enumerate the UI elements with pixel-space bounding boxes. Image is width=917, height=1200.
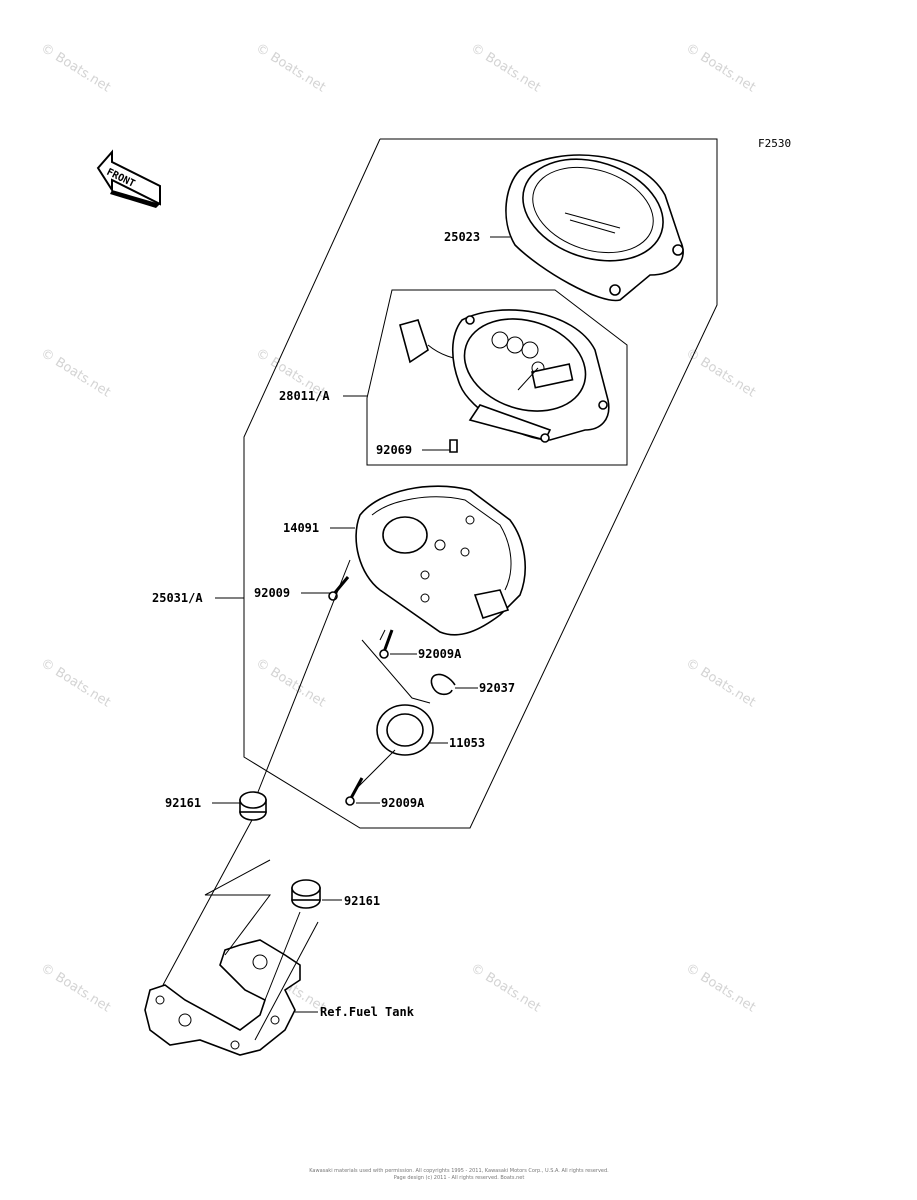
- fuel-tank-bracket: [144, 939, 301, 1056]
- watermark: © Boats.net: [683, 41, 758, 96]
- damper-upper: [239, 791, 267, 821]
- screw-92009A-upper: [379, 629, 394, 659]
- watermark: © Boats.net: [253, 41, 328, 96]
- connector-line: [257, 559, 351, 793]
- watermark: © Boats.net: [38, 41, 113, 96]
- part-label-clamp: 92037: [479, 681, 515, 695]
- connector-line: [379, 629, 386, 641]
- watermark: © Boats.net: [683, 656, 758, 711]
- clamp-ring: [430, 673, 456, 696]
- figure-code: F2530: [758, 137, 791, 150]
- speedometer: [399, 309, 610, 453]
- watermark: © Boats.net: [468, 41, 543, 96]
- meter-cover: [505, 154, 684, 302]
- part-label-bracket-assy: 25031/A: [152, 591, 203, 605]
- part-label-cover: 25023: [444, 230, 480, 244]
- gasket-ring: [376, 704, 434, 756]
- part-label-screw-b: 92009A: [418, 647, 462, 661]
- connector-line: [204, 859, 271, 956]
- watermark: © Boats.net: [38, 346, 113, 401]
- part-label-meter-assy: 28011/A: [279, 389, 330, 403]
- front-arrow-icon: FRONT: [96, 149, 161, 208]
- part-label-damper-2: 92161: [344, 894, 380, 908]
- watermark: © Boats.net: [38, 961, 113, 1016]
- connector-line: [254, 921, 319, 1041]
- connector-line: [354, 749, 396, 791]
- watermark: © Boats.net: [38, 656, 113, 711]
- part-label-screw-a: 92009: [254, 586, 290, 600]
- part-label-meter-screw: 92069: [376, 443, 412, 457]
- footer-line-2: Page design (c) 2011 - All rights reserv…: [394, 1175, 525, 1181]
- part-label-damper-1: 92161: [165, 796, 201, 810]
- connector-line: [361, 639, 431, 704]
- connector-line: [162, 819, 253, 986]
- footer-line-1: Kawasaki materials used with permission.…: [309, 1168, 609, 1174]
- screw-92009A-lower: [345, 777, 364, 806]
- watermark: © Boats.net: [468, 961, 543, 1016]
- damper-lower: [291, 879, 321, 909]
- watermark: © Boats.net: [253, 656, 328, 711]
- meter-assy-outline: [366, 289, 628, 466]
- meter-case: [355, 485, 526, 636]
- part-label-case: 14091: [283, 521, 319, 535]
- part-label-screw-c: 92009A: [381, 796, 425, 810]
- assembly-outline: [243, 138, 718, 829]
- watermark: © Boats.net: [683, 961, 758, 1016]
- part-label-fuel-tank-ref: Ref.Fuel Tank: [320, 1005, 415, 1019]
- connector-line: [264, 911, 301, 1001]
- part-label-gasket: 11053: [449, 736, 485, 750]
